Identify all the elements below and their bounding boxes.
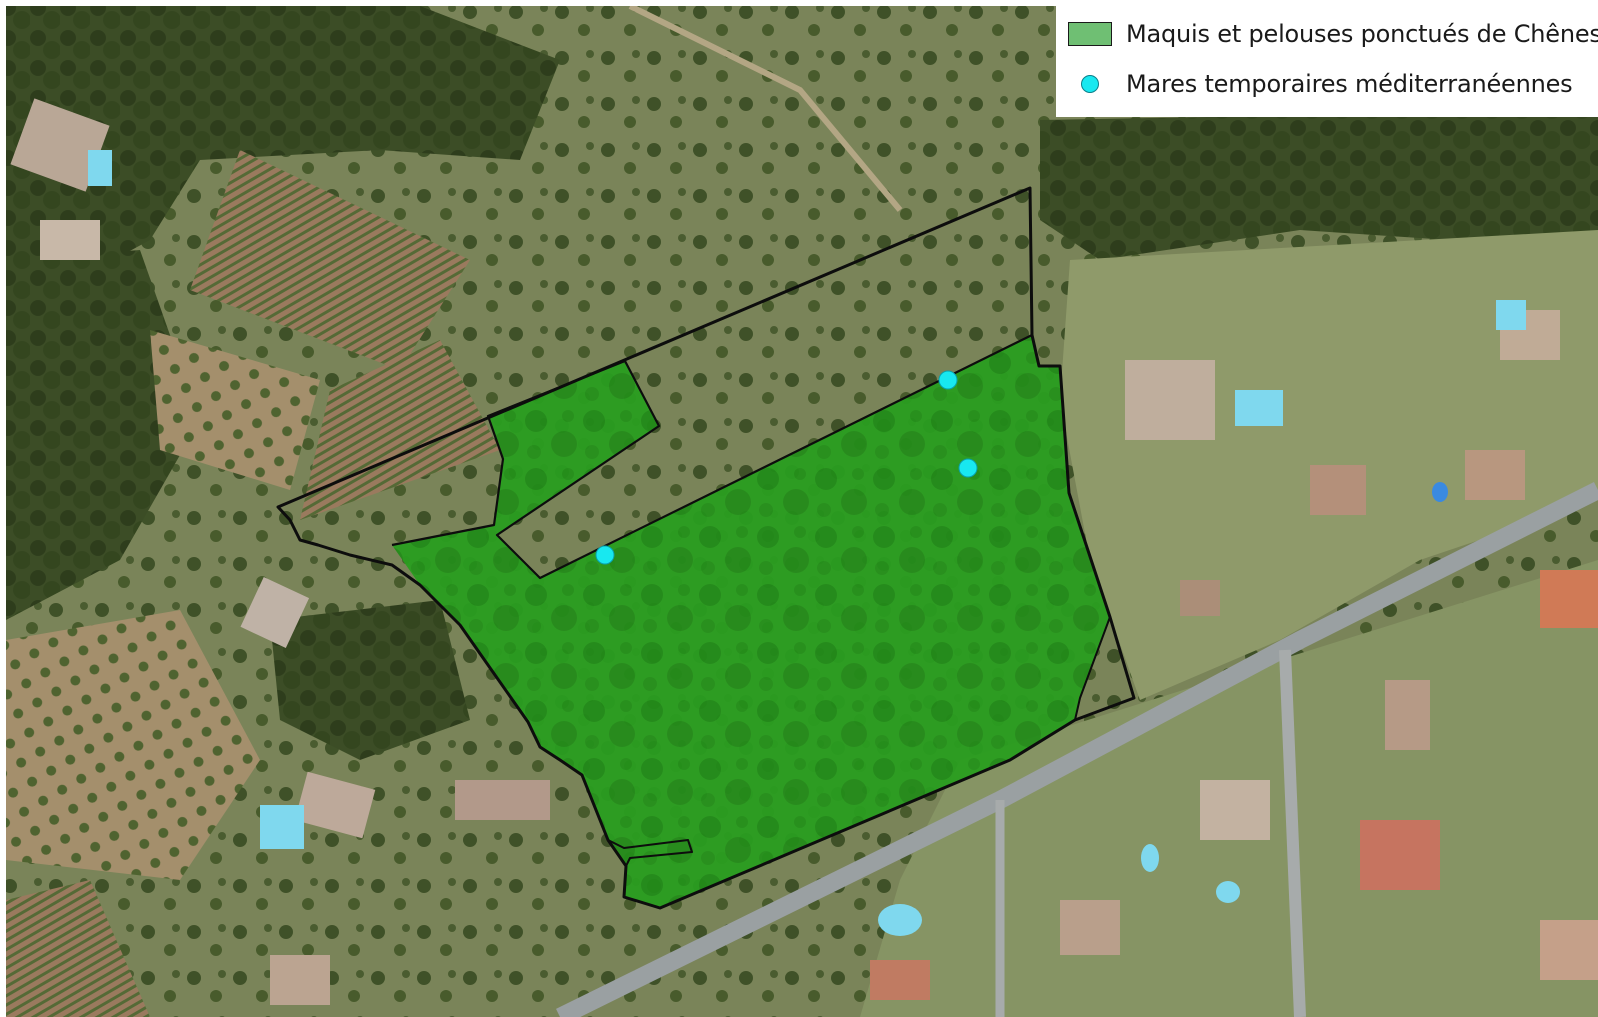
pond-marker[interactable] — [958, 458, 978, 478]
habitat-outline — [1074, 616, 1111, 721]
legend-label: Maquis et pelouses ponctués de Chênes — [1126, 20, 1598, 48]
forest-area — [270, 600, 470, 760]
road — [556, 481, 1598, 1017]
orchard — [150, 330, 320, 490]
habitat-outline — [607, 839, 693, 867]
vineyard — [190, 150, 470, 370]
map-view[interactable] — [6, 6, 1598, 1017]
forest-area — [1040, 110, 1598, 260]
swimming-pools — [878, 482, 1448, 936]
aerial-basemap[interactable] — [6, 6, 1598, 1017]
legend-label: Mares temporaires méditerranéennes — [1126, 70, 1573, 98]
pond-marker[interactable] — [595, 545, 615, 565]
road — [1279, 649, 1306, 1017]
buildings — [10, 98, 1598, 1005]
habitat-maquis-polygon — [392, 335, 1110, 908]
polygon-swatch-icon — [1068, 22, 1112, 46]
orchard — [6, 610, 260, 880]
track — [628, 6, 903, 212]
vineyard — [6, 880, 150, 1017]
pond-marker[interactable] — [938, 370, 958, 390]
map-legend: Maquis et pelouses ponctués de Chênes Ma… — [1056, 6, 1598, 117]
habitat-maquis-polygon[interactable] — [392, 335, 1110, 908]
point-swatch-icon — [1068, 72, 1112, 96]
habitat-outline — [391, 334, 1033, 580]
legend-item-maquis: Maquis et pelouses ponctués de Chênes — [1068, 17, 1598, 51]
parcel-outline[interactable] — [276, 186, 1136, 910]
forest-area — [6, 6, 560, 340]
legend-item-mares: Mares temporaires méditerranéennes — [1068, 67, 1573, 101]
